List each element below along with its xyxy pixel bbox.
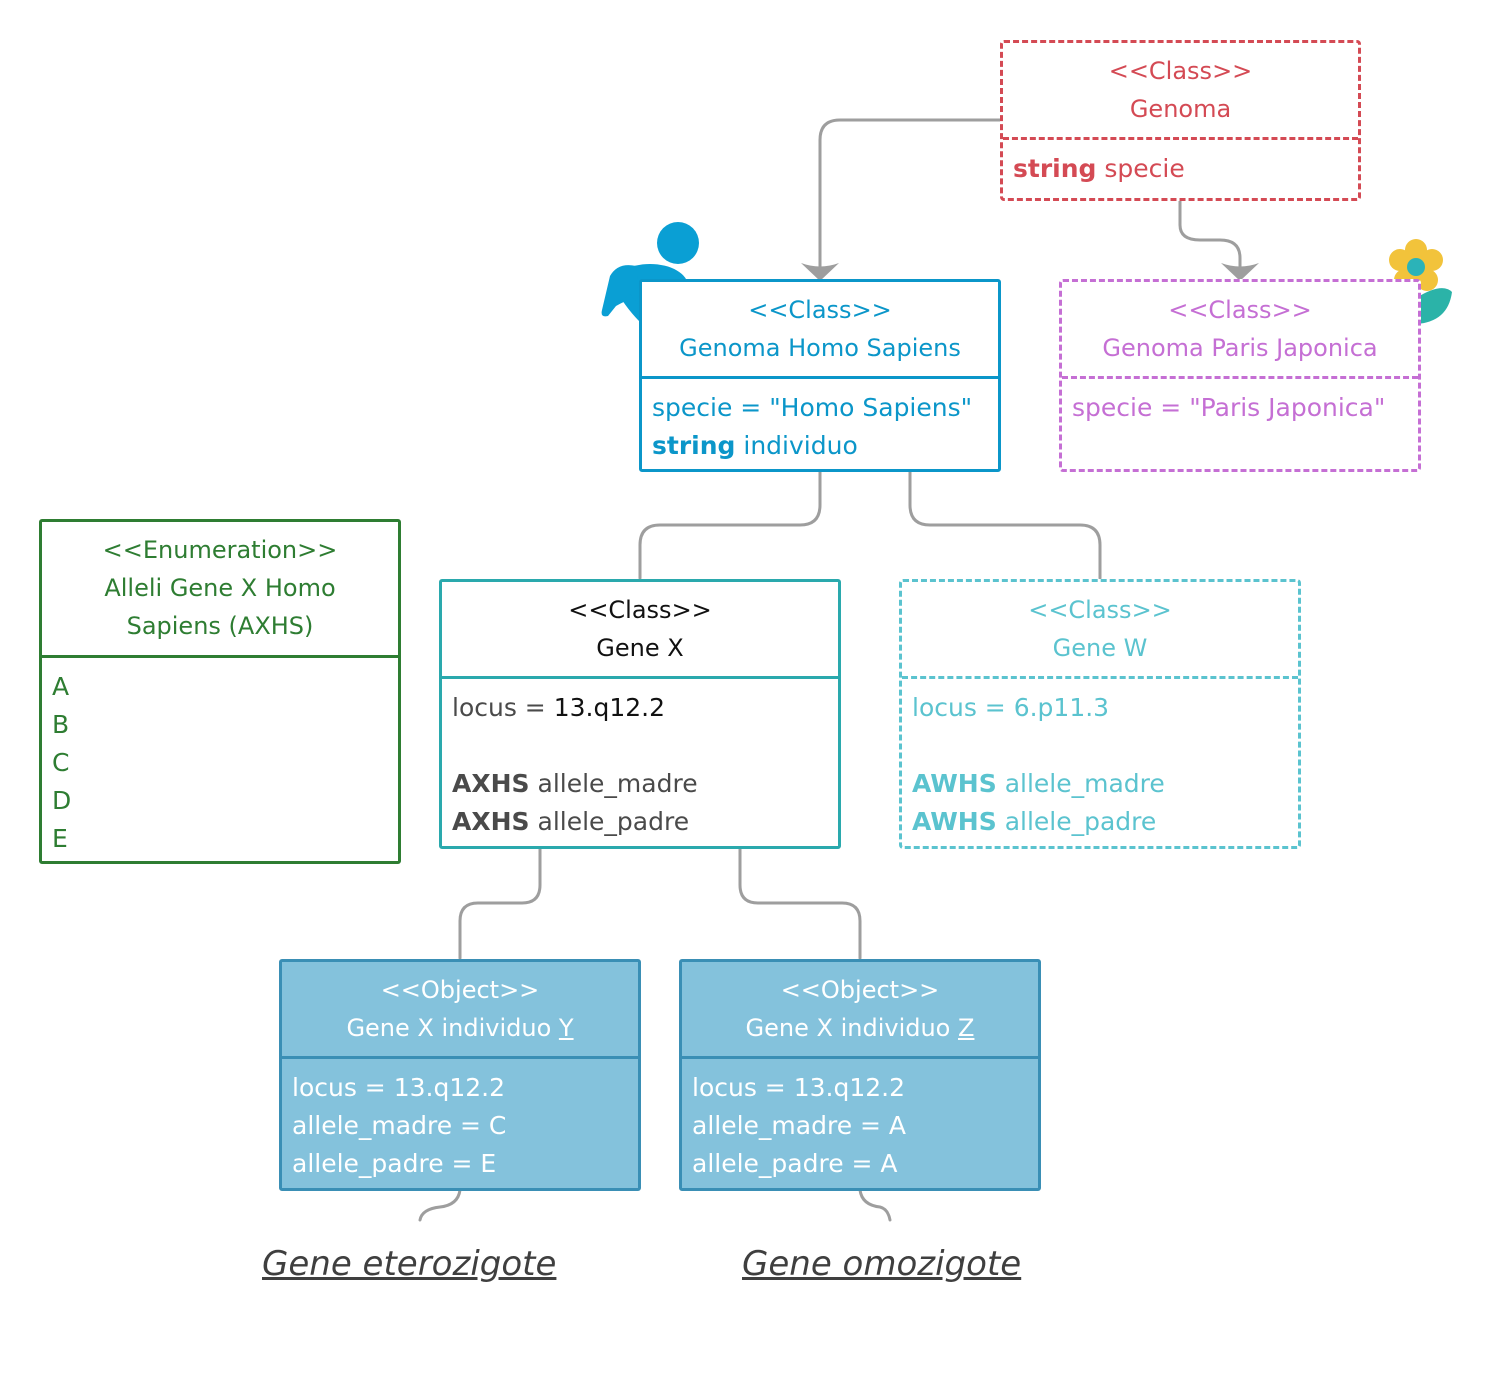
attribute-spacer bbox=[452, 727, 828, 765]
object-name-instance: Y bbox=[558, 1014, 574, 1042]
enumeration-axhs[interactable]: <<Enumeration>> Alleli Gene X Homo Sapie… bbox=[39, 519, 401, 864]
slot-row: allele_padre = E bbox=[292, 1149, 497, 1178]
attribute-name: allele_padre bbox=[537, 807, 690, 836]
arrowhead-homo bbox=[801, 263, 839, 281]
attribute-name: individuo bbox=[743, 431, 858, 460]
attribute-row: locus = 6.p11.3 bbox=[912, 689, 1288, 727]
class-name: Genoma bbox=[1129, 95, 1232, 123]
object-name-text: Gene X individuo bbox=[346, 1014, 559, 1042]
class-name: Genoma Paris Japonica bbox=[1102, 334, 1378, 362]
attribute-spacer bbox=[912, 727, 1288, 765]
connector-objy-note bbox=[418, 1188, 462, 1222]
attribute-name: allele_madre bbox=[537, 769, 698, 798]
enum-value: D bbox=[52, 786, 72, 815]
class-stereotype: <<Class>> bbox=[1168, 296, 1312, 324]
attribute-row: string specie bbox=[1013, 150, 1348, 188]
attribute-row: AWHS allele_padre bbox=[912, 803, 1288, 841]
connector-homo-genex bbox=[638, 468, 822, 580]
class-stereotype: <<Class>> bbox=[1028, 596, 1172, 624]
class-stereotype: <<Class>> bbox=[1108, 57, 1253, 85]
object-name: Gene X individuo Y bbox=[282, 1009, 638, 1047]
enum-stereotype: <<Enumeration>> bbox=[102, 536, 338, 564]
slot-row: allele_padre = A bbox=[692, 1149, 898, 1178]
enum-name-line2: Sapiens (AXHS) bbox=[126, 612, 314, 640]
attribute-row: locus = 13.q12.2 bbox=[452, 689, 828, 727]
object-name-instance: Z bbox=[958, 1014, 975, 1042]
attribute-row: string individuo bbox=[652, 427, 988, 465]
attribute-value: 13.q12.2 bbox=[553, 693, 665, 722]
arrowhead-paris bbox=[1221, 263, 1259, 281]
attribute-row: specie = "Homo Sapiens" bbox=[652, 389, 988, 427]
class-name: Genoma Homo Sapiens bbox=[679, 334, 961, 362]
attribute-type: AXHS bbox=[452, 807, 530, 836]
attribute-row: specie = "Paris Japonica" bbox=[1072, 389, 1408, 427]
attribute-name: allele_madre bbox=[1004, 769, 1165, 798]
connector-objz-note bbox=[858, 1188, 892, 1222]
slot-row: locus = 13.q12.2 bbox=[292, 1073, 505, 1102]
attribute-label: locus = bbox=[452, 693, 554, 722]
attribute-type: AWHS bbox=[912, 807, 997, 836]
class-name: Gene X bbox=[596, 634, 684, 662]
enum-value: B bbox=[52, 710, 70, 739]
attribute-name: specie bbox=[1104, 154, 1185, 183]
connector-genoma-homo bbox=[818, 118, 1002, 272]
note-gene-eterozigote: Gene eterozigote bbox=[262, 1244, 557, 1284]
connector-genoma-paris bbox=[1178, 198, 1242, 272]
connector-homo-genew bbox=[908, 468, 1102, 580]
enum-value: C bbox=[52, 748, 70, 777]
class-genoma[interactable]: <<Class>> Genoma string specie bbox=[1000, 40, 1361, 201]
enum-value: E bbox=[52, 824, 68, 853]
class-gene-x[interactable]: <<Class>> Gene X locus = 13.q12.2 AXHS a… bbox=[439, 579, 841, 849]
attribute-value: 6.p11.3 bbox=[1013, 693, 1110, 722]
attribute-type: string bbox=[1013, 154, 1097, 183]
slot-row: allele_madre = C bbox=[292, 1111, 507, 1140]
object-stereotype: <<Object>> bbox=[780, 976, 940, 1004]
class-gene-w[interactable]: <<Class>> Gene W locus = 6.p11.3 AWHS al… bbox=[899, 579, 1301, 849]
object-name-text: Gene X individuo bbox=[745, 1014, 958, 1042]
attribute-row: AWHS allele_madre bbox=[912, 765, 1288, 803]
attribute-row: AXHS allele_madre bbox=[452, 765, 828, 803]
object-gene-x-individuo-z[interactable]: <<Object>> Gene X individuo Z locus = 13… bbox=[679, 959, 1041, 1191]
class-stereotype: <<Class>> bbox=[748, 296, 892, 324]
connector-genex-objz bbox=[738, 846, 862, 960]
class-stereotype: <<Class>> bbox=[568, 596, 712, 624]
attribute-row: AXHS allele_padre bbox=[452, 803, 828, 841]
class-genoma-homo-sapiens[interactable]: <<Class>> Genoma Homo Sapiens specie = "… bbox=[639, 279, 1001, 472]
attribute-type: string bbox=[652, 431, 736, 460]
class-genoma-paris-japonica[interactable]: <<Class>> Genoma Paris Japonica specie =… bbox=[1059, 279, 1421, 472]
attribute-label: locus = bbox=[912, 693, 1014, 722]
attribute-name: allele_padre bbox=[1004, 807, 1157, 836]
object-stereotype: <<Object>> bbox=[380, 976, 540, 1004]
object-name: Gene X individuo Z bbox=[682, 1009, 1038, 1047]
class-name: Gene W bbox=[1052, 634, 1148, 662]
enum-name-line1: Alleli Gene X Homo bbox=[104, 574, 336, 602]
slot-row: locus = 13.q12.2 bbox=[692, 1073, 905, 1102]
note-gene-omozigote: Gene omozigote bbox=[742, 1244, 1022, 1284]
slot-row: allele_madre = A bbox=[692, 1111, 907, 1140]
connector-genex-objy bbox=[458, 846, 542, 960]
attribute-type: AXHS bbox=[452, 769, 530, 798]
attribute-name: specie = "Homo Sapiens" bbox=[652, 393, 973, 422]
attribute-type: AWHS bbox=[912, 769, 997, 798]
attribute-name: specie = "Paris Japonica" bbox=[1072, 393, 1386, 422]
object-gene-x-individuo-y[interactable]: <<Object>> Gene X individuo Y locus = 13… bbox=[279, 959, 641, 1191]
enum-value: A bbox=[52, 672, 70, 701]
